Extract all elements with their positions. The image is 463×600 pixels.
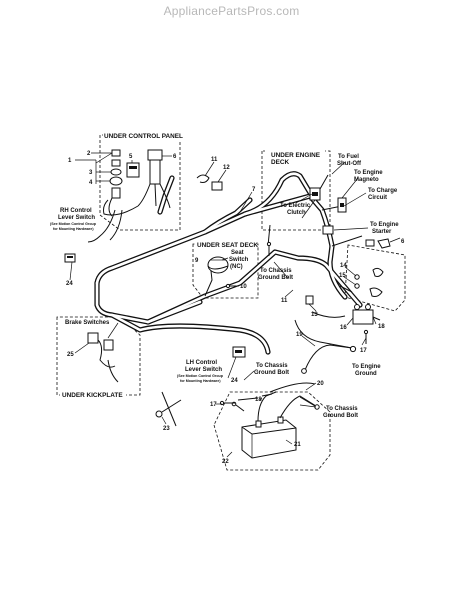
- to-engine-magneto-1: To Engine: [354, 170, 383, 176]
- callout-3: 3: [89, 170, 93, 176]
- battery-part: [241, 416, 297, 459]
- right-region-box: [344, 244, 406, 312]
- callout-18: 18: [378, 324, 385, 330]
- callout-10: 10: [240, 284, 247, 290]
- chassis-ground-bolt-part: [266, 241, 272, 256]
- callout-14: 14: [340, 263, 347, 269]
- callout-23: 23: [163, 426, 170, 432]
- callout-7: 7: [252, 187, 256, 193]
- ground-cable-part: [301, 344, 357, 374]
- callout-17-right: 17: [360, 348, 367, 354]
- callout-9: 9: [195, 258, 199, 264]
- to-electric-clutch-1: To Electric: [280, 203, 311, 209]
- callout-12: 12: [223, 165, 230, 171]
- callout-2: 2: [87, 151, 91, 157]
- callout-6-right: 6: [401, 239, 405, 245]
- section-under-control-panel: UNDER CONTROL PANEL: [104, 133, 183, 140]
- to-engine-ground-1: To Engine: [352, 364, 381, 370]
- brake-switches-label: Brake Switches: [65, 320, 110, 326]
- to-engine-magneto-2: Magneto: [354, 177, 379, 183]
- lh-control-note-1: (See Motion Control Group: [177, 374, 224, 378]
- to-fuel-shutoff-2: Shut-Off: [337, 161, 362, 167]
- under-kickplate-box: UNDER KICKPLATE: [56, 316, 141, 399]
- to-chassis-ground-bolt-2a: To Chassis: [256, 363, 288, 369]
- section-under-kickplate: UNDER KICKPLATE: [62, 392, 123, 399]
- main-wire-harness: [94, 171, 363, 355]
- section-under-engine-deck-line2: DECK: [271, 159, 289, 166]
- to-chassis-ground-bolt-1b: Ground Bolt: [258, 275, 293, 281]
- callout-17-left: 17: [210, 402, 217, 408]
- to-chassis-ground-bolt-3a: To Chassis: [326, 406, 358, 412]
- probe-part: [155, 399, 182, 418]
- lh-lever-switch-part: [232, 346, 246, 358]
- callout-20: 20: [317, 381, 324, 387]
- harness-connector-13-part: [305, 295, 314, 305]
- under-control-panel-box: UNDER CONTROL PANEL: [99, 132, 193, 231]
- ammeter-part: [126, 162, 140, 178]
- lh-control-note-2: for Mounting Hardware): [180, 379, 221, 383]
- callout-21: 21: [294, 442, 301, 448]
- to-chassis-ground-bolt-2b: Ground Bolt: [254, 370, 289, 376]
- callout-15: 15: [339, 273, 346, 279]
- callout-22: 22: [222, 459, 229, 465]
- rh-control-label-2: Lever Switch: [58, 215, 95, 221]
- to-chassis-ground-bolt-3b: Ground Bolt: [323, 413, 358, 419]
- to-engine-starter-2: Starter: [372, 229, 392, 235]
- starter-connector-part: [322, 225, 334, 235]
- watermark: AppliancePartsPros.com: [163, 4, 300, 18]
- solenoid-bolt-part: [363, 329, 369, 344]
- to-engine-ground-2: Ground: [355, 371, 377, 377]
- rh-control-note-1: (See Motion Control Group: [50, 222, 97, 226]
- fuel-connector-part: [337, 197, 347, 213]
- lh-control-label-2: Lever Switch: [185, 367, 222, 373]
- callout-25: 25: [67, 352, 74, 358]
- connector-block-part: [137, 149, 171, 209]
- to-charge-circuit-1: To Charge: [368, 188, 398, 194]
- section-under-engine-deck-line1: UNDER ENGINE: [271, 152, 321, 159]
- callout-6: 6: [173, 154, 177, 160]
- callout-16: 16: [340, 325, 347, 331]
- leader-lines: [69, 152, 401, 458]
- to-charge-circuit-2: Circuit: [368, 195, 387, 201]
- callout-4: 4: [89, 180, 93, 186]
- to-chassis-ground-bolt-1a: To Chassis: [260, 268, 292, 274]
- battery-cables-part: [231, 391, 320, 422]
- callout-24-left: 24: [66, 281, 73, 287]
- brake-switches-part: [87, 332, 116, 368]
- callout-5: 5: [129, 154, 133, 160]
- rh-control-note-2: for Mounting Hardware): [53, 227, 94, 231]
- wire-clip-part: [196, 174, 223, 191]
- callout-numbers: 1 2 3 4 5 6 11 12 7 6 9 10 24 11 13 14 1…: [66, 151, 405, 465]
- callout-13: 13: [311, 312, 318, 318]
- seat-switch-part: [207, 256, 229, 274]
- under-seat-deck-box: UNDER SEAT DECK: [192, 241, 259, 299]
- callout-1: 1: [68, 158, 72, 164]
- key-switch-part: [109, 149, 123, 199]
- to-engine-starter-1: To Engine: [370, 222, 399, 228]
- rh-control-label-1: RH Control: [60, 208, 92, 214]
- battery-region-box: [213, 391, 331, 471]
- starter-lead-connector-part: [365, 239, 375, 247]
- seat-switch-label-2: Switch: [229, 257, 249, 263]
- to-fuel-shutoff-1: To Fuel: [338, 154, 359, 160]
- callout-18-battery: 18: [255, 397, 262, 403]
- solenoid-part: [352, 304, 381, 325]
- callout-11-top: 11: [211, 157, 218, 163]
- seat-switch-label-1: Seat: [231, 250, 244, 256]
- ring-terminals-part: [354, 238, 391, 297]
- rh-lever-switch-part: [64, 253, 76, 263]
- lh-control-label-1: LH Control: [186, 360, 217, 366]
- seat-switch-label-3: (NC): [230, 264, 243, 270]
- text-labels: RH Control Lever Switch (See Motion Cont…: [50, 154, 399, 419]
- callout-11-bottom: 11: [281, 298, 288, 304]
- rh-switch-harness: [103, 197, 139, 217]
- section-under-seat-deck: UNDER SEAT DECK: [197, 242, 258, 249]
- callout-19: 19: [296, 332, 303, 338]
- to-electric-clutch-2: Clutch: [287, 210, 306, 216]
- callout-24-lh: 24: [231, 378, 238, 384]
